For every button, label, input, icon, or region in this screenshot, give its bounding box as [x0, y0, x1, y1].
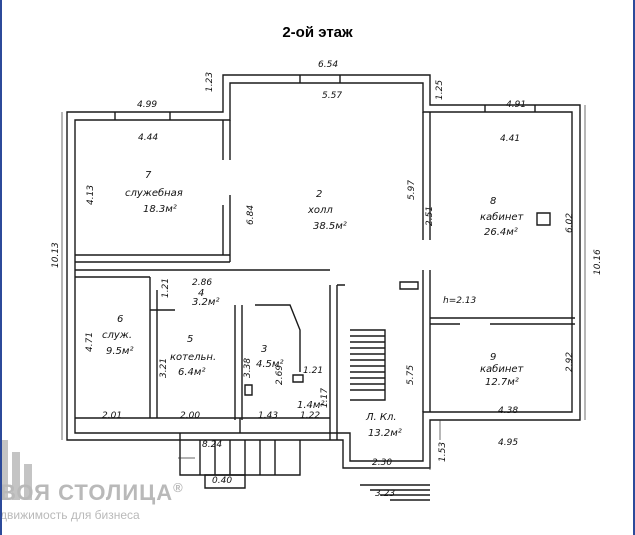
- dim-label: 2.01: [102, 411, 122, 421]
- room-name: кабинет: [480, 211, 525, 223]
- room-area: 4.5м²: [256, 359, 283, 370]
- dim-label: 3.38: [243, 358, 253, 378]
- dim-label: 3.21: [159, 358, 169, 378]
- room-area: 26.4м²: [484, 227, 518, 238]
- dim-label: 1.17: [320, 388, 330, 408]
- room-number: 7: [145, 170, 152, 181]
- dim-label: 4.99: [137, 100, 157, 110]
- dimension-lines: [61, 105, 586, 470]
- room-number: 9: [490, 352, 496, 363]
- dim-label: 8.24: [202, 440, 222, 450]
- dim-label: 5.57: [322, 91, 342, 101]
- room-name: служ.: [102, 330, 132, 341]
- dim-label: 1.25: [435, 80, 445, 100]
- watermark-registered: ®: [173, 480, 184, 495]
- dim-label: 4.41: [500, 134, 520, 144]
- dim-label: 2.86: [192, 278, 212, 288]
- room-labels: 7 служебная 18.3м² 2 холл 38.5м² 8 кабин…: [102, 170, 525, 439]
- dim-label: 1.23: [205, 72, 215, 92]
- dim-label: 4.38: [498, 406, 518, 416]
- room-area: 12.7м²: [485, 377, 519, 388]
- dim-label: 5.75: [406, 365, 416, 385]
- dim-label: 2.00: [180, 411, 200, 421]
- room-area: 1.4м²: [297, 400, 324, 411]
- dim-label: 6.84: [246, 205, 256, 225]
- room-number: 4: [198, 288, 204, 299]
- dimension-labels: 6.54 5.57 1.23 1.25 4.99 4.44 4.91 4.41 …: [51, 60, 603, 499]
- dim-label: 1.22: [300, 411, 320, 421]
- dim-label: 4.95: [498, 438, 518, 448]
- room-number: 2: [316, 189, 322, 200]
- dim-label: 6.54: [318, 60, 338, 70]
- room-area: 6.4м²: [178, 367, 205, 378]
- room-number: 8: [490, 196, 496, 207]
- dim-label: 2.92: [565, 352, 575, 372]
- watermark-tagline: движимость для бизнеса: [0, 508, 140, 522]
- room-name: холл: [307, 205, 333, 216]
- dim-label: 4.13: [86, 185, 96, 205]
- room-number: 5: [187, 334, 193, 345]
- dim-label: 5.97: [407, 180, 417, 200]
- dim-label: 10.16: [593, 249, 603, 275]
- dim-label: 3.23: [375, 489, 395, 499]
- dim-label: 1.21: [303, 366, 323, 376]
- room-area: 13.2м²: [368, 428, 402, 439]
- room-area: 38.5м²: [313, 221, 347, 232]
- dim-label: 4.91: [506, 100, 526, 110]
- watermark-brand-text: ВОЯ СТОЛИЦА: [0, 480, 174, 505]
- room-area: 9.5м²: [106, 346, 133, 357]
- dim-label: 2.69: [275, 365, 285, 385]
- room-name: служебная: [125, 187, 183, 199]
- dim-label: 6.02: [565, 213, 575, 233]
- dim-label: 4.71: [85, 332, 95, 352]
- room-number: 6: [117, 314, 123, 325]
- room-area: 3.2м²: [192, 297, 219, 308]
- left-edge-bar: [0, 0, 2, 535]
- right-edge-bar: [633, 0, 635, 535]
- dim-label: 0.40: [212, 476, 232, 486]
- dim-label: 1.43: [258, 411, 278, 421]
- room-area: 18.3м²: [143, 204, 177, 215]
- dim-label: 2.51: [425, 206, 435, 226]
- room-name: Л. Кл.: [365, 412, 397, 423]
- watermark-brand: ВОЯ СТОЛИЦА®: [0, 480, 184, 506]
- room-number: 3: [261, 344, 267, 355]
- dim-label: 1.53: [438, 442, 448, 462]
- watermark-logo-icon: [0, 440, 32, 500]
- dim-label: 2.30: [372, 458, 392, 468]
- dim-label: 10.13: [51, 242, 61, 268]
- floor-title: 2-ой этаж: [282, 24, 353, 41]
- room-name: котельн.: [170, 352, 216, 363]
- ceiling-height: h=2.13: [443, 296, 477, 306]
- dim-label: 4.44: [138, 133, 158, 143]
- room-name: кабинет: [480, 363, 525, 375]
- dim-label: 1.21: [161, 278, 171, 298]
